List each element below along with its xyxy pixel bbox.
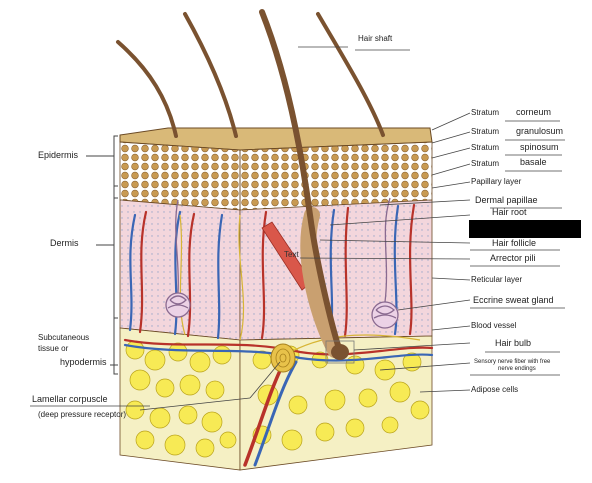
adipose-cells <box>125 340 430 458</box>
stratum-basale-prefix: Stratum <box>471 159 500 168</box>
sensory-nerve-label-line1: Sensory nerve fiber with free <box>474 359 551 365</box>
dermis-label: Dermis <box>50 238 79 248</box>
sensory-nerve-label-line2: nerve endings <box>498 366 536 372</box>
sweat-glands <box>165 197 399 329</box>
layer-brackets <box>86 135 118 375</box>
hypodermis-label: hypodermis <box>60 357 107 367</box>
blood-vessels <box>123 203 434 467</box>
nerve-fibers <box>179 214 421 356</box>
subcutaneous-label-line2: tissue or <box>38 344 69 353</box>
hair-shafts <box>116 12 385 138</box>
adipose-cells-label: Adipose cells <box>471 385 519 394</box>
lamellar-corpuscle <box>270 343 296 373</box>
eccrine-sweat-gland-label: Eccrine sweat gland <box>473 295 554 305</box>
stratum-spinosum-label: spinosum <box>520 142 559 152</box>
main-hair <box>259 9 355 364</box>
hair-shaft-label: Hair shaft <box>358 34 393 43</box>
hair-follicle-label: Hair follicle <box>492 238 537 248</box>
hair-root-label: Hair root <box>492 207 527 217</box>
deep-pressure-receptor-label: (deep pressure receptor) <box>38 410 127 419</box>
subcutaneous-label-line1: Subcutaneous <box>38 333 90 342</box>
lamellar-corpuscle-label: Lamellar corpuscle <box>32 394 108 404</box>
stratum-spinosum-prefix: Stratum <box>471 143 500 152</box>
inset-text-label: Text <box>284 250 299 259</box>
dermal-papillae-label: Dermal papillae <box>475 195 538 205</box>
stratum-granulosum-label: granulosum <box>516 126 564 136</box>
stratum-corneum-label: corneum <box>516 107 552 117</box>
hair-bulb-label: Hair bulb <box>495 338 532 348</box>
papillary-layer-label: Papillary layer <box>471 177 522 186</box>
leader-lines <box>139 46 471 411</box>
stratum-basale-label: basale <box>520 157 547 167</box>
reticular-layer-label: Reticular layer <box>471 275 523 284</box>
redacted-label-box <box>469 220 581 238</box>
epidermis-label: Epidermis <box>38 150 79 160</box>
stratum-granulosum-prefix: Stratum <box>471 127 500 136</box>
blood-vessel-label: Blood vessel <box>471 321 517 330</box>
stratum-corneum-prefix: Stratum <box>471 108 500 117</box>
arrector-pili-label: Arrector pili <box>490 253 536 263</box>
